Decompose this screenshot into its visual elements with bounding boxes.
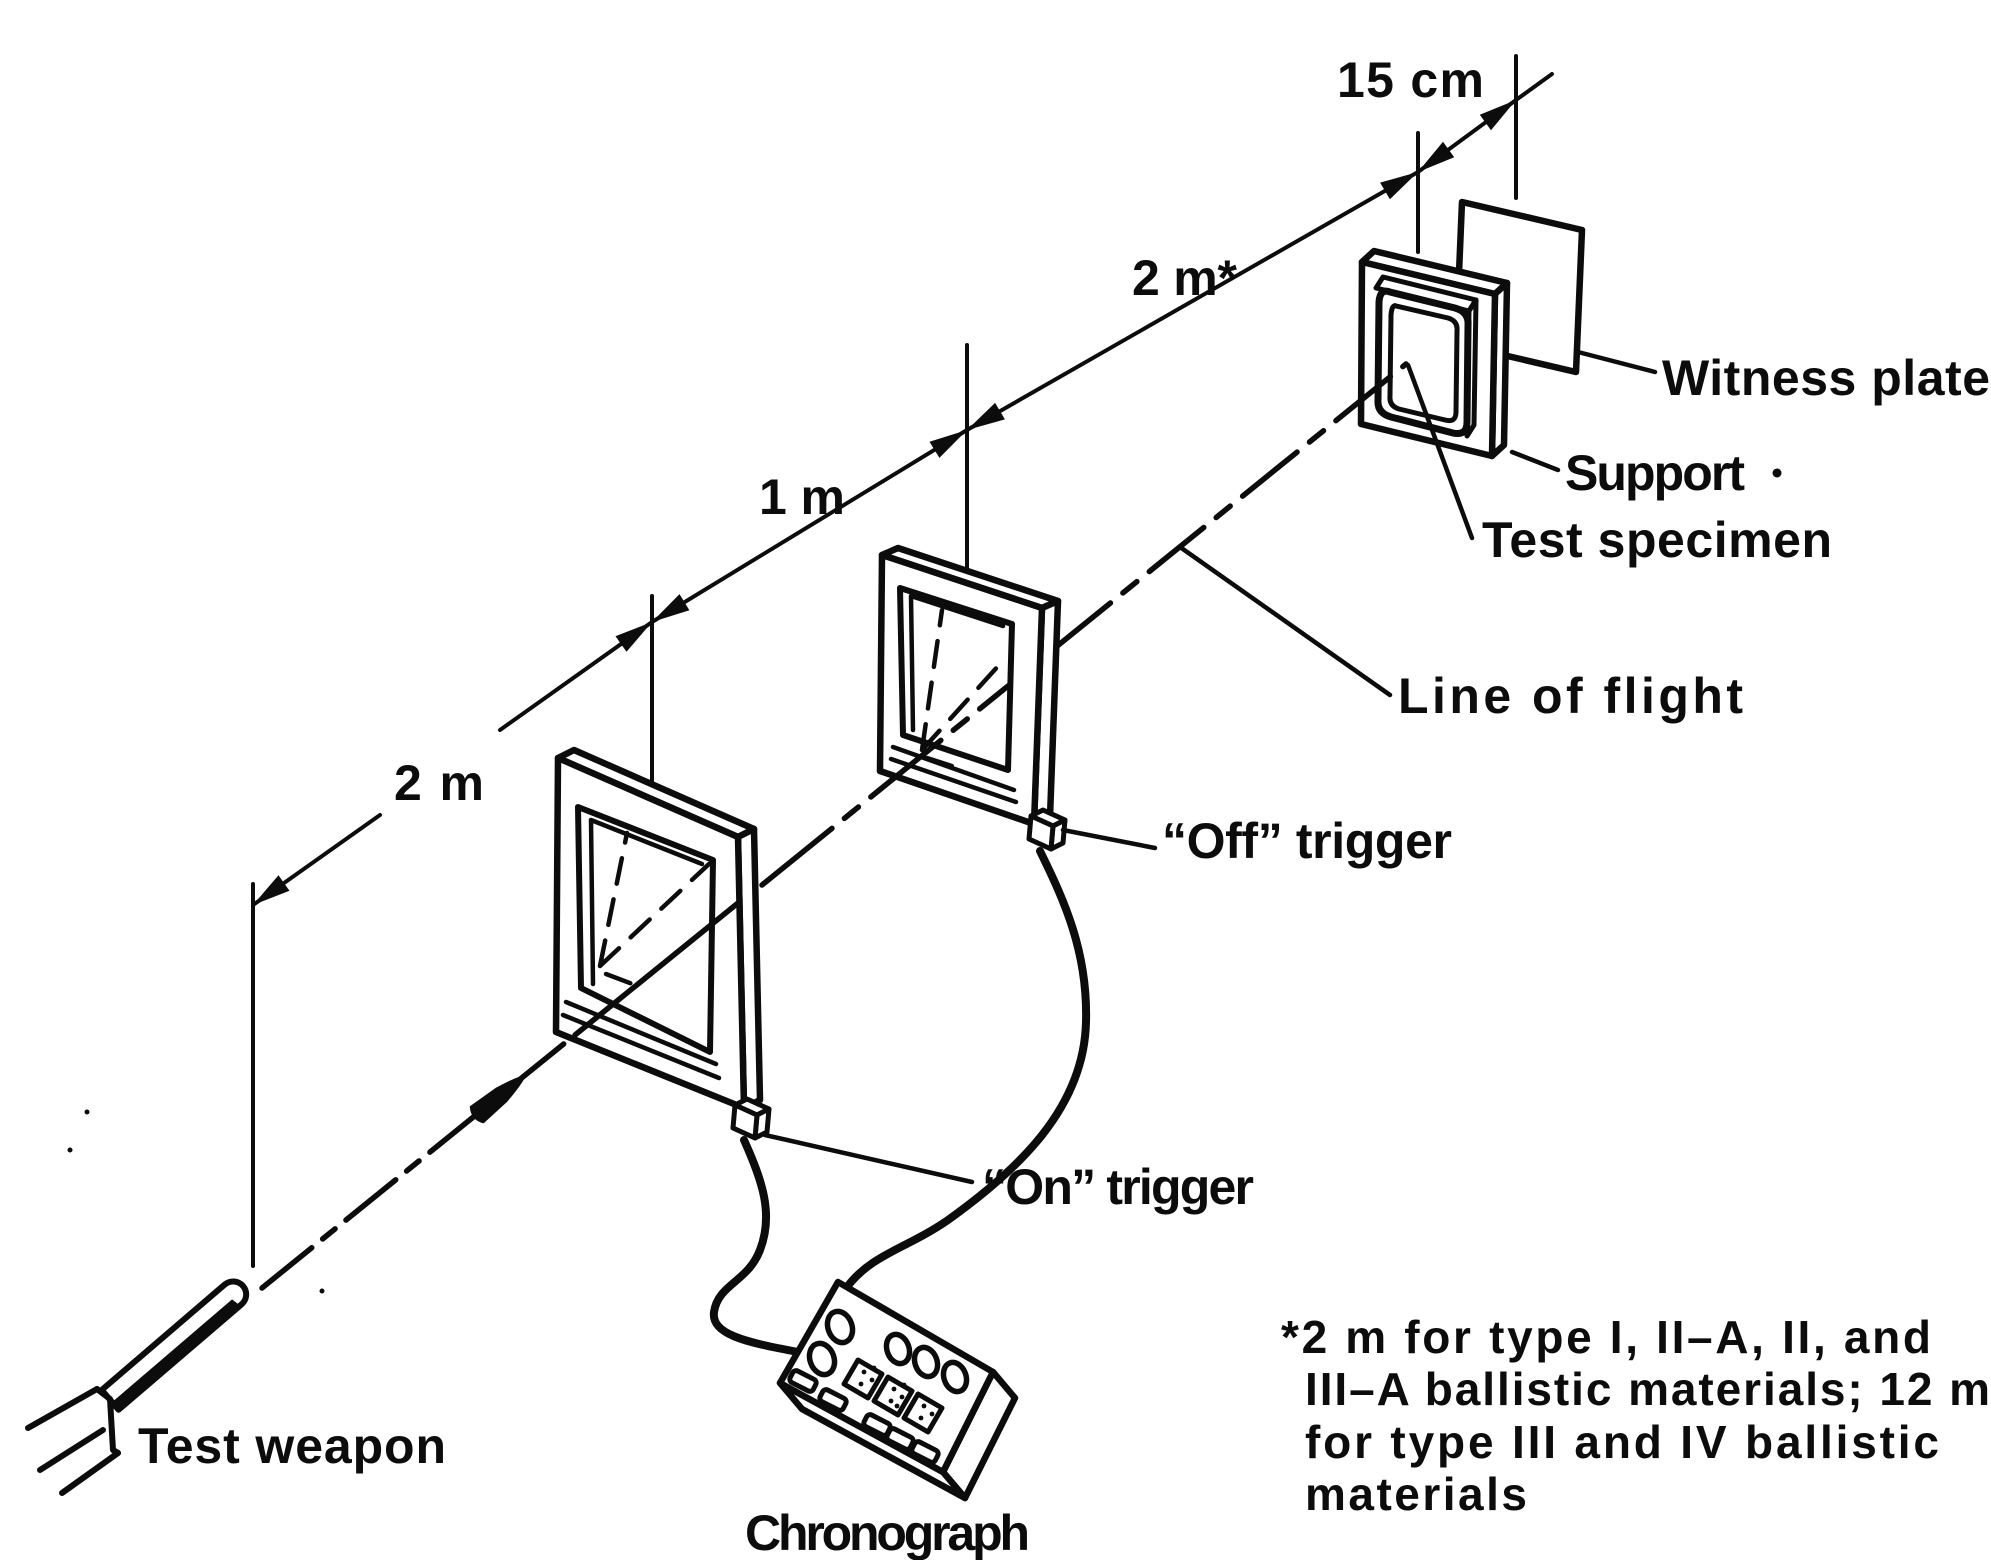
button	[787, 1368, 819, 1394]
footnote-line-2: III–A ballistic materials; 12 m	[1305, 1363, 1990, 1415]
weapon-mount	[25, 1386, 121, 1496]
arrowhead	[929, 430, 967, 458]
leader-line-of-flight	[1177, 544, 1393, 698]
label-chronograph: Chronograph	[745, 1505, 1030, 1560]
flight-segment-3	[759, 683, 1011, 888]
dim-label-1m: 1 m	[759, 469, 845, 525]
dim-15cm-tail	[1514, 72, 1554, 102]
screen2-window	[897, 585, 1015, 773]
extension-lines	[251, 54, 1518, 1268]
footnote-line-4: materials	[1305, 1468, 1527, 1520]
label-test-specimen: Test specimen	[1482, 512, 1832, 568]
dimension-arrowheads	[253, 100, 1516, 905]
arrowhead	[1418, 141, 1455, 172]
label-support: Support	[1565, 445, 1745, 501]
flight-segment-2	[572, 900, 741, 1038]
weapon-barrel-shading	[112, 1299, 241, 1410]
speck	[319, 1288, 325, 1294]
knob	[883, 1331, 913, 1367]
footnote-line-3: for type III and IV ballistic	[1305, 1416, 1939, 1468]
leader-on-trigger	[762, 1132, 975, 1185]
chronograph-buttons	[787, 1368, 941, 1465]
leader-lines	[762, 349, 1658, 1185]
knob	[824, 1308, 856, 1346]
off-trigger-cable	[843, 847, 1091, 1291]
dim-label-2m-star: 2 m*	[1132, 250, 1238, 306]
arrowhead	[253, 875, 290, 905]
footnote: *2 m for type I, II–A, II, and III–A bal…	[1281, 1311, 1990, 1520]
arrowhead	[615, 622, 652, 652]
on-trigger-cable	[709, 1136, 802, 1356]
knob	[911, 1344, 941, 1380]
dimension-labels: 2 m 1 m 2 m* 15 cm	[394, 52, 1484, 811]
dim-label-2m: 2 m	[394, 755, 484, 811]
on-trigger-box	[730, 1096, 772, 1141]
screen1-window	[575, 804, 716, 1055]
leader-off-trigger	[1060, 827, 1158, 851]
dim-2m-star-line	[965, 170, 1420, 432]
flight-segment-4	[1053, 361, 1409, 650]
chronograph-display	[841, 1357, 945, 1435]
support-label-dot	[1772, 468, 1782, 478]
screen1-window-inner-lines	[588, 817, 705, 987]
test-specimen-slab	[1373, 274, 1479, 439]
label-witness-plate: Witness plate	[1662, 350, 1990, 406]
trigger-cables	[709, 847, 1091, 1356]
label-on-trigger: “On” trigger	[982, 1159, 1254, 1215]
speck	[84, 1109, 90, 1115]
leader-test-specimen	[1405, 362, 1475, 541]
arrowhead	[967, 402, 1005, 430]
light-screen-1	[552, 746, 764, 1112]
screen2-window-inner-lines	[908, 593, 1006, 733]
chronograph	[776, 1278, 1019, 1502]
button	[909, 1439, 941, 1465]
chronograph-knobs	[806, 1308, 970, 1395]
test-weapon	[25, 1278, 250, 1496]
arrowhead	[652, 594, 690, 622]
arrowhead	[1380, 172, 1418, 200]
text-labels: Witness plate Support Test specimen Line…	[138, 350, 1990, 1560]
dim-1m-line	[650, 428, 969, 624]
light-screen-2	[876, 544, 1062, 828]
label-off-trigger: “Off” trigger	[1162, 813, 1452, 869]
scan-specks	[67, 468, 1782, 1294]
arrowhead	[1479, 100, 1516, 131]
off-trigger-box	[1026, 807, 1068, 852]
display-cell	[901, 1391, 945, 1435]
specimen-inner-outline	[1387, 303, 1460, 424]
button	[817, 1387, 849, 1413]
footnote-line-1: *2 m for type I, II–A, II, and	[1281, 1311, 1931, 1363]
speck	[67, 1147, 73, 1153]
screen2-sensor-fan-dashed	[919, 607, 1003, 771]
knob	[940, 1359, 970, 1395]
leader-witness-plate	[1575, 349, 1658, 375]
bullet	[469, 1075, 526, 1124]
knob	[806, 1340, 838, 1378]
dim-label-15cm: 15 cm	[1337, 52, 1484, 108]
label-test-weapon: Test weapon	[138, 1418, 446, 1474]
display-dots	[858, 1365, 935, 1421]
label-line-of-flight: Line of flight	[1398, 668, 1743, 724]
weapon-barrel	[98, 1278, 250, 1413]
leader-support	[1509, 449, 1561, 473]
screen1-sensor-fan-dashed	[597, 830, 712, 991]
